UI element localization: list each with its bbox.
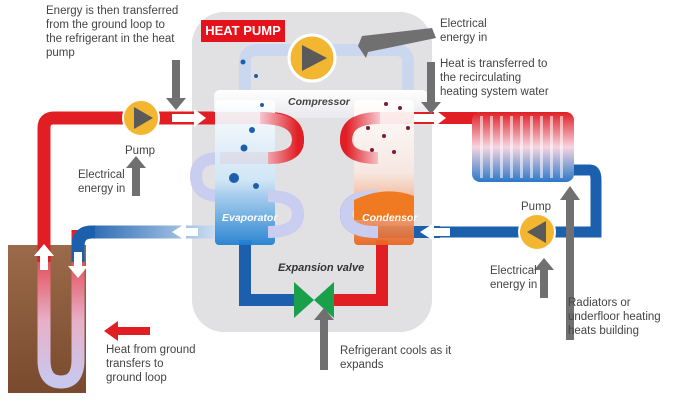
heat-pump-title: HEAT PUMP [201, 20, 285, 42]
refrigerant-vapour-dots [366, 102, 410, 154]
pump-right-label: Pump [521, 201, 552, 213]
heat-from-ground-label: Heat from ground transfers to ground loo… [106, 344, 196, 384]
electrical-top-label: Electrical energy in [440, 18, 488, 44]
evaporator-label: Evaporator [222, 212, 278, 224]
pump-left-label: Pump [125, 145, 156, 157]
radiator [472, 112, 574, 182]
condensor-label: Condensor [362, 212, 418, 224]
pump-left-icon [122, 99, 160, 137]
electrical-right-label: Electrical energy in [490, 265, 538, 291]
heating-return-pipe [432, 164, 602, 238]
pump-right-icon [518, 213, 556, 251]
energy-transfer-label: Energy is then transferred from the grou… [46, 5, 179, 59]
evaporator-vessel [215, 100, 275, 245]
expansion-valve-icon [294, 282, 334, 318]
compressor-label: Compressor [288, 96, 350, 108]
flow-arrows [34, 109, 450, 278]
refrigerant-loop-bottom-hot [330, 240, 388, 306]
ground-heat-arrow [104, 321, 150, 341]
compressor-icon [287, 33, 337, 83]
annotation-arrows [126, 28, 580, 370]
radiators-label: Radiators or underfloor heating heats bu… [568, 297, 661, 337]
expansion-valve-label: Expansion valve [278, 262, 365, 274]
refrigerant-cools-label: Refrigerant cools as it expands [340, 345, 452, 371]
electrical-left-label: Electrical energy in [78, 169, 126, 195]
heat-transferred-label: Heat is transferred to the recirculating… [440, 58, 549, 98]
ground-loop [37, 230, 85, 389]
refrigerant-bubbles [229, 59, 264, 189]
refrigerant-loop-bottom-cold [239, 240, 300, 306]
ground-loop-supply-pipe [37, 111, 220, 262]
